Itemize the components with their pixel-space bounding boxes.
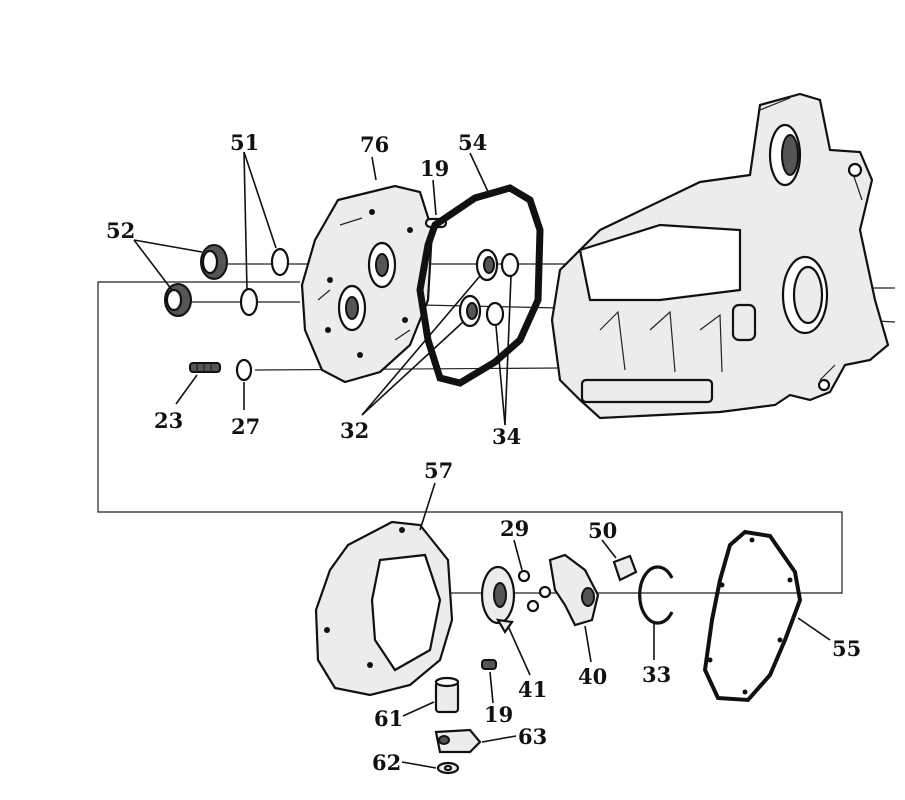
seal-52-upper bbox=[200, 244, 228, 280]
callout-55: 55 bbox=[832, 636, 861, 661]
lever-40 bbox=[548, 553, 600, 627]
leader-lines bbox=[133, 151, 831, 769]
callout-57: 57 bbox=[424, 458, 453, 483]
bearing-32-upper bbox=[475, 248, 499, 282]
oring-51-upper bbox=[270, 247, 290, 277]
seal-52-lower bbox=[164, 283, 192, 317]
callout-19-upper: 19 bbox=[420, 156, 449, 181]
callout-23: 23 bbox=[154, 408, 183, 433]
callout-labels: 51 76 19 54 52 23 27 32 34 57 29 50 41 4… bbox=[106, 130, 861, 775]
pin-19-lower bbox=[481, 659, 497, 670]
callout-27: 27 bbox=[231, 414, 260, 439]
callout-33: 33 bbox=[642, 662, 671, 687]
callout-32: 32 bbox=[340, 418, 369, 443]
sleeve-61 bbox=[434, 676, 460, 714]
outer-cover-57 bbox=[314, 520, 454, 697]
callout-19-lower: 19 bbox=[484, 702, 513, 727]
lever-63 bbox=[434, 728, 482, 754]
callout-29: 29 bbox=[500, 516, 529, 541]
transmission-housing bbox=[550, 92, 890, 420]
gasket-54 bbox=[416, 184, 544, 387]
cover-plate-76 bbox=[300, 184, 434, 384]
callout-41: 41 bbox=[518, 677, 547, 702]
callout-52: 52 bbox=[106, 218, 135, 243]
bolt-23 bbox=[189, 362, 221, 373]
callout-40: 40 bbox=[578, 664, 607, 689]
bearing-32-lower bbox=[458, 294, 482, 328]
callout-76: 76 bbox=[360, 132, 389, 157]
oring-34-lower bbox=[485, 301, 505, 327]
clip-62 bbox=[436, 761, 460, 775]
callout-62: 62 bbox=[372, 750, 401, 775]
cam-plate-41 bbox=[480, 565, 516, 635]
callout-54: 54 bbox=[458, 130, 487, 155]
retaining-ring-33 bbox=[638, 565, 674, 625]
oring-51-lower bbox=[239, 287, 259, 317]
callout-61: 61 bbox=[374, 706, 403, 731]
washer-27 bbox=[235, 358, 253, 382]
callout-34: 34 bbox=[492, 424, 521, 449]
callout-51: 51 bbox=[230, 130, 259, 155]
callout-63: 63 bbox=[518, 724, 547, 749]
balls-29 bbox=[517, 569, 552, 613]
clip-50 bbox=[612, 554, 638, 582]
gasket-55 bbox=[702, 529, 803, 703]
callout-50: 50 bbox=[588, 518, 617, 543]
oring-34-upper bbox=[500, 252, 520, 278]
